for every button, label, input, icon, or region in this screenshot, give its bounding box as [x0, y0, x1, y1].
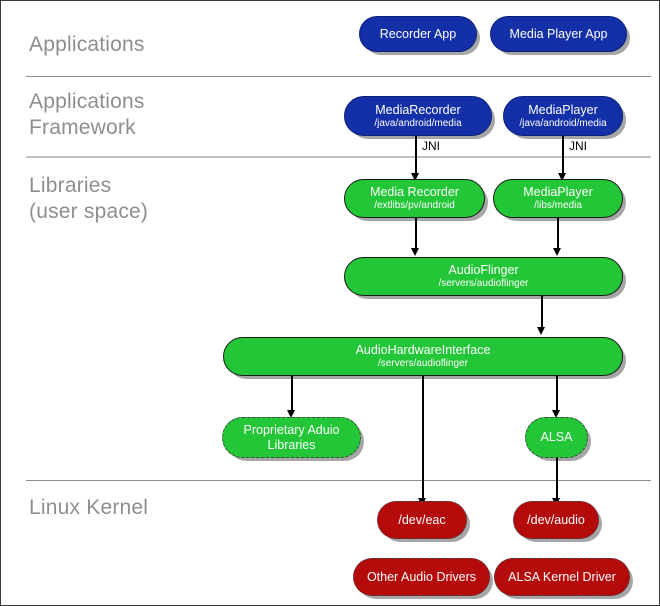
node-recorder-app[interactable]: Recorder App: [359, 16, 477, 52]
node-dev-eac[interactable]: /dev/eac: [377, 501, 467, 539]
edge-label-jni-left: JNI: [422, 139, 440, 153]
connector-audioflinger-to-audiohardwareinterface: [541, 296, 543, 329]
node-media-player-framework-path: /java/android/media: [519, 117, 607, 129]
connector-media-recorder-jni-arrow: [411, 173, 419, 181]
node-proprietary-audio-libraries-subtitle: Libraries: [267, 437, 316, 452]
layer-label-libraries: Libraries (user space): [29, 174, 149, 223]
edge-label-jni-right: JNI: [569, 139, 587, 153]
layer-label-linux-kernel: Linux Kernel: [29, 496, 149, 519]
node-alsa[interactable]: ALSA: [525, 417, 588, 458]
node-media-recorder-framework-path: /java/android/media: [374, 117, 462, 129]
connector-media-player-to-audioflinger-arrow: [553, 248, 561, 256]
layer-label-applications: Applications: [29, 33, 145, 56]
node-media-recorder-library-title: Media Recorder: [370, 185, 459, 199]
node-alsa-kernel-driver[interactable]: ALSA Kernel Driver: [494, 558, 630, 596]
connector-alsa-to-dev-audio: [556, 458, 558, 500]
node-audio-flinger-path: /servers/audioflinger: [438, 278, 529, 289]
node-dev-eac-title: /dev/eac: [398, 512, 446, 527]
connector-media-player-jni-arrow: [558, 173, 566, 181]
node-dev-audio-title: /dev/audio: [527, 512, 585, 527]
connector-media-player-jni: [562, 136, 564, 178]
divider-applications: [26, 76, 651, 77]
node-media-player-framework[interactable]: MediaPlayer /java/android/media: [503, 96, 623, 136]
divider-applications-framework: [26, 156, 651, 158]
node-media-recorder-framework[interactable]: MediaRecorder /java/android/media: [344, 96, 492, 136]
node-alsa-title: ALSA: [540, 430, 573, 444]
node-media-recorder-framework-title: MediaRecorder: [375, 102, 461, 117]
node-audio-hardware-interface-title: AudioHardwareInterface: [355, 343, 491, 357]
connector-ahi-to-alsa: [556, 376, 558, 412]
divider-linux-kernel: [26, 480, 651, 481]
connector-media-recorder-to-audioflinger: [415, 218, 417, 250]
connector-audioflinger-to-audiohardwareinterface-arrow: [537, 327, 545, 335]
node-media-player-framework-title: MediaPlayer: [528, 102, 598, 117]
node-audio-flinger-title: AudioFlinger: [448, 263, 519, 277]
node-audio-flinger[interactable]: AudioFlinger /servers/audioflinger: [344, 257, 623, 296]
node-media-player-library-path: /libs/media: [534, 200, 582, 211]
node-dev-audio[interactable]: /dev/audio: [513, 501, 599, 539]
node-media-player-app[interactable]: Media Player App: [490, 16, 627, 52]
node-media-recorder-library[interactable]: Media Recorder /extlibs/pv/android: [344, 179, 485, 218]
node-media-player-app-title: Media Player App: [509, 26, 608, 41]
node-audio-hardware-interface-path: /servers/audioflinger: [377, 358, 469, 369]
connector-ahi-to-dev-eac: [422, 376, 424, 500]
node-media-recorder-library-path: /extlibs/pv/android: [374, 200, 455, 211]
node-other-audio-drivers-title: Other Audio Drivers: [366, 569, 477, 584]
connector-ahi-to-proprietary-libs-arrow: [287, 410, 295, 418]
connector-ahi-to-proprietary-libs: [291, 376, 293, 412]
connector-media-recorder-jni: [415, 136, 417, 178]
node-media-player-library[interactable]: MediaPlayer /libs/media: [493, 179, 623, 218]
connector-ahi-to-alsa-arrow: [552, 410, 560, 418]
connector-media-player-to-audioflinger: [557, 218, 559, 250]
node-proprietary-audio-libraries-title: Proprietary Aduio: [243, 422, 340, 437]
layer-label-applications-framework: Applications Framework: [29, 90, 145, 139]
node-recorder-app-title: Recorder App: [379, 26, 457, 41]
node-proprietary-audio-libraries[interactable]: Proprietary Aduio Libraries: [222, 417, 361, 458]
connector-media-recorder-to-audioflinger-arrow: [411, 248, 419, 256]
node-alsa-kernel-driver-title: ALSA Kernel Driver: [508, 569, 616, 584]
node-other-audio-drivers[interactable]: Other Audio Drivers: [353, 558, 490, 596]
node-media-player-library-title: MediaPlayer: [523, 185, 593, 199]
node-audio-hardware-interface[interactable]: AudioHardwareInterface /servers/audiofli…: [223, 337, 623, 376]
